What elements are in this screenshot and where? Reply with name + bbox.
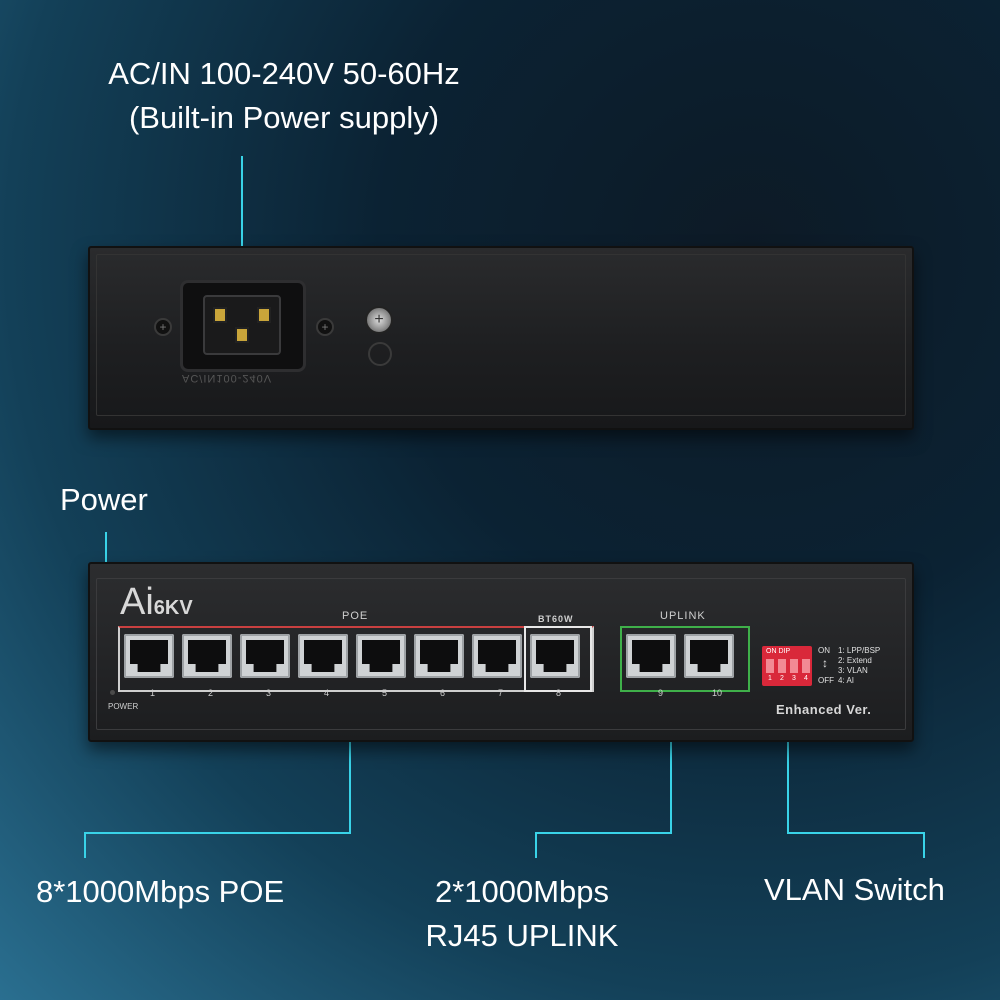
dip-on-label: ON [818,646,830,655]
dip-legend-item: 4: AI [838,676,855,685]
dip-arrow-icon: ↕ [822,656,828,670]
dip-number: 3 [792,675,796,682]
poe-port-2[interactable] [182,634,232,678]
dip-number: 4 [804,675,808,682]
port-number: 1 [150,688,156,698]
ac-pin [213,307,227,323]
edition-label: Enhanced Ver. [776,702,872,717]
port-number: 3 [266,688,272,698]
uplink-leader-v2 [535,832,537,858]
power-label: Power [60,482,148,517]
dip-legend-item: 2: Extend [838,656,872,665]
vlan-leader-h [787,832,925,834]
port-number: 8 [556,688,562,698]
poe-port-group [118,626,594,692]
switch-front-panel: Ai6KV POE BT60W UPLINK POWER 1 2 3 4 5 6… [88,562,914,742]
ac-pin [235,327,249,343]
poe-port-4[interactable] [298,634,348,678]
uplink-leader-h [535,832,672,834]
uplink-port-9[interactable] [626,634,676,678]
port-number: 6 [440,688,446,698]
poe-port-6[interactable] [414,634,464,678]
dip-toggle-1[interactable] [766,659,774,673]
dip-header: ON DIP [766,648,791,655]
poe-leader-h [84,832,351,834]
uplink-port-10[interactable] [684,634,734,678]
uplink-section-label: UPLINK [660,610,706,622]
vlan-leader-v2 [923,832,925,858]
port-number: 9 [658,688,664,698]
poe-port-8[interactable] [530,634,580,678]
dip-number: 2 [780,675,784,682]
power-input-leader [241,156,243,264]
poe-port-7[interactable] [472,634,522,678]
power-led-label: POWER [108,702,139,711]
dip-toggle-2[interactable] [778,659,786,673]
port-number: 4 [324,688,330,698]
bt60w-port-frame [524,626,592,692]
dip-legend-item: 3: VLAN [838,666,868,675]
dip-switch[interactable]: ON DIP 1 2 3 4 [762,646,812,686]
power-led [110,690,115,695]
poe-leader-v1 [349,720,351,834]
poe-port-5[interactable] [356,634,406,678]
ground-screw-icon: + [365,306,393,334]
dip-toggle-4[interactable] [802,659,810,673]
power-input-line-2: (Built-in Power supply) [128,100,440,135]
dip-legend-item: 1: LPP/BSP [838,646,881,655]
ac-power-inlet[interactable] [180,280,306,372]
power-input-line-1: AC/IN 100-240V 50-60Hz [108,56,460,91]
brand-logo: Ai6KV [120,581,193,623]
poe-section-label: POE [342,610,369,622]
ac-inlet-socket [203,295,281,355]
port-number: 2 [208,688,214,698]
screw-icon: + [316,318,334,336]
port-number: 7 [498,688,504,698]
ac-pin [257,307,271,323]
uplink-ports-label: 2*1000Mbps RJ45 UPLINK [404,870,640,958]
dip-toggle-3[interactable] [790,659,798,673]
uplink-line-2: RJ45 UPLINK [425,918,619,953]
dip-number: 1 [768,675,772,682]
port-number: 10 [712,688,723,698]
ground-symbol-icon [368,342,392,366]
bt60w-label: BT60W [538,614,574,624]
uplink-port-group [620,626,750,692]
poe-ports-label: 8*1000Mbps POE [36,874,285,909]
vlan-leader-v1 [787,722,789,834]
dip-off-label: OFF [818,676,834,685]
poe-leader-v2 [84,832,86,858]
poe-port-1[interactable] [124,634,174,678]
switch-back-panel: + + + AC/IN100-240V [88,246,914,430]
uplink-leader-v1 [670,728,672,834]
power-input-label: AC/IN 100-240V 50-60Hz (Built-in Power s… [84,52,484,140]
voltage-print: AC/IN100-240V [182,372,273,384]
dip-legend: 1: LPP/BSP 2: Extend 3: VLAN 4: AI [838,646,880,686]
screw-icon: + [154,318,172,336]
vlan-switch-label: VLAN Switch [764,872,945,907]
port-number: 5 [382,688,388,698]
uplink-line-1: 2*1000Mbps [434,874,610,909]
poe-port-3[interactable] [240,634,290,678]
